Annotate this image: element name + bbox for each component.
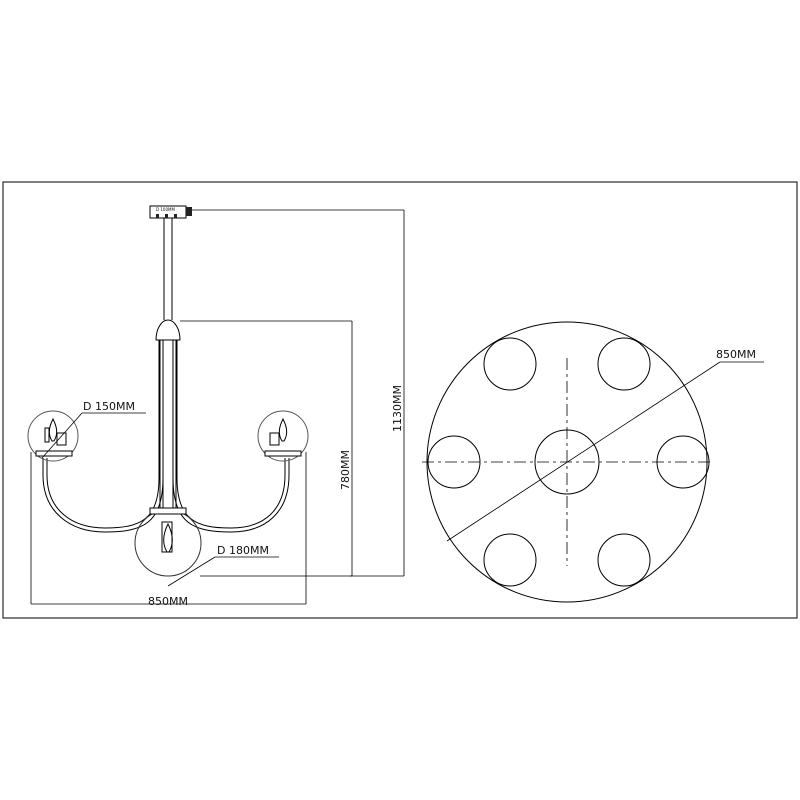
small-globe-diameter-label: D 150MM [83,400,135,413]
front-width-label: 850MM [148,595,188,608]
right-arm [172,340,290,533]
down-rod [163,218,173,320]
top-globe-upper-left [483,337,537,391]
top-globe-upper-right [597,337,651,391]
large-globe-diameter-label: D 180MM [217,544,269,557]
left-small-globe [27,410,79,462]
central-hub [155,319,181,341]
left-arm [42,340,164,533]
center-stems [159,340,177,508]
front-view: D 100MM [27,205,309,577]
top-view [422,321,764,603]
ceiling-canopy: D 100MM [149,205,192,219]
total-height-label: 1130MM [391,385,404,432]
front-view-dimensions [30,209,405,605]
right-small-globe [257,410,309,462]
top-diameter-label: 850MM [716,348,756,361]
canopy-diameter-label: D 100MM [156,207,175,212]
large-center-globe [134,507,202,577]
top-globe-lower-left [483,533,537,587]
top-diameter-line [446,361,721,542]
drawing-frame [2,181,798,619]
body-height-label: 780MM [339,450,352,490]
top-globe-lower-right [597,533,651,587]
